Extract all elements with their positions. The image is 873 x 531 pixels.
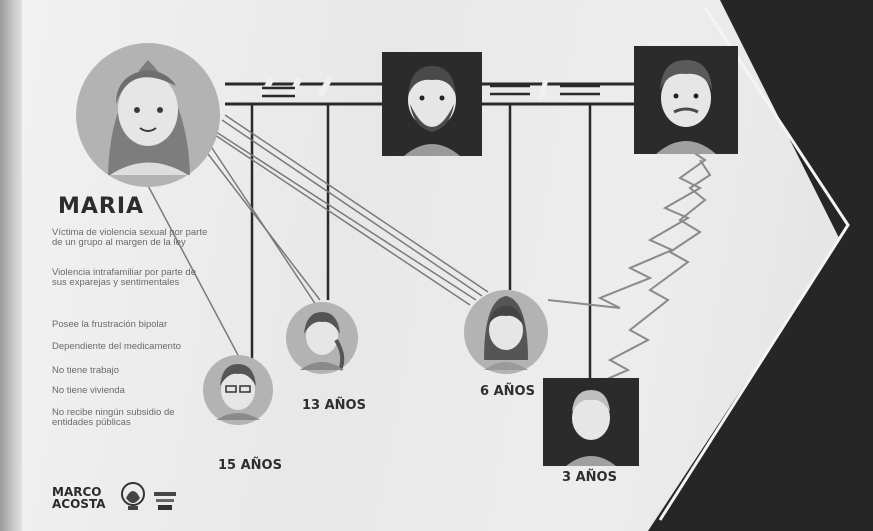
logo-emblem-icon [121,482,145,510]
logo-line-2: ACOSTA [52,497,106,511]
age-label-6: 6 AÑOS [480,384,535,399]
ex-partner-2-avatar [634,46,738,154]
age-label-3: 3 AÑOS [562,470,617,485]
fact-item: No tiene vivienda [52,385,125,396]
fact-item: Víctima de violencia sexual por parte de… [52,227,208,248]
logo-text: MARCO ACOSTA [52,486,105,510]
child-15-avatar [203,355,273,425]
conflict-line-2 [599,159,712,383]
fact-item: Violencia intrafamiliar por parte de sus… [52,267,196,288]
bond-lines [144,114,489,356]
fact-item: No recibe ningún subsidio de entidades p… [52,407,175,428]
ex-partner-1-avatar [382,52,482,156]
left-edge-bar [0,0,22,531]
child-13-avatar [286,302,358,374]
child-6-avatar [464,290,548,374]
right-chevron-panel [648,0,873,531]
separation-mark-2 [262,84,600,98]
age-label-15: 15 AÑOS [218,458,282,473]
conflict-line-1 [547,149,707,309]
fact-item: No tiene trabajo [52,365,120,376]
main-person-name: MARIA [58,194,145,219]
logo-line-1: MARCO [52,485,102,499]
secondary-logo-icon [154,492,176,510]
chevron-outline [658,7,850,521]
fact-item: Dependiente del medicamento [52,341,181,352]
child-3-avatar [543,378,639,466]
maria-avatar [76,43,220,187]
age-label-13: 13 AÑOS [302,398,366,413]
fact-item: Posee la frustración bipolar [52,319,168,330]
